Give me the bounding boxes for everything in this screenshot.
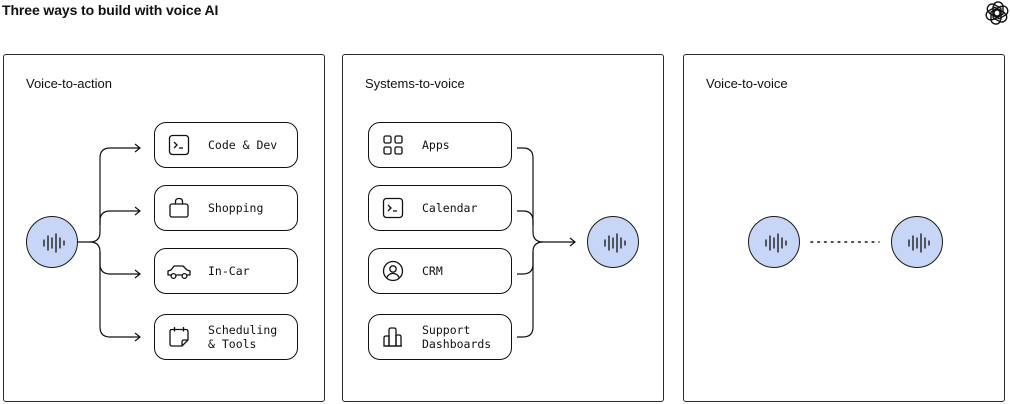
branch-connectors	[78, 143, 141, 342]
panel-title: Voice-to-voice	[706, 76, 788, 91]
terminal-icon	[168, 134, 190, 156]
panel-title: Systems-to-voice	[365, 76, 465, 91]
calendar-icon	[169, 327, 189, 347]
node-support-dashboards: Support Dashboards	[368, 314, 512, 360]
node-label: In-Car	[208, 264, 250, 278]
shopping-bag-icon	[169, 197, 189, 218]
voice-wave-right	[891, 216, 943, 268]
car-icon	[167, 265, 191, 280]
openai-logo-icon	[985, 1, 1009, 25]
panel-voice-to-voice: Voice-to-voice	[683, 54, 1005, 402]
node-in-car: In-Car	[154, 248, 298, 294]
node-label: Scheduling & Tools	[208, 323, 278, 351]
voice-wave-output	[587, 216, 639, 268]
panel-voice-to-action: Voice-to-action Code & Dev	[3, 54, 325, 402]
node-label: CRM	[422, 264, 443, 278]
node-crm: CRM	[368, 248, 512, 294]
node-shopping: Shopping	[154, 185, 298, 231]
merge-connectors	[517, 147, 576, 338]
voice-wave-source	[26, 216, 78, 268]
node-calendar: Calendar	[368, 185, 512, 231]
apps-grid-icon	[383, 135, 403, 155]
voice-wave-left	[748, 216, 800, 268]
panel-title: Voice-to-action	[26, 76, 112, 91]
node-label: Code & Dev	[208, 138, 278, 152]
dotted-connector	[810, 241, 880, 243]
node-apps: Apps	[368, 122, 512, 168]
bar-chart-icon	[383, 327, 402, 347]
node-label: Shopping	[208, 201, 264, 215]
node-label: Apps	[422, 138, 450, 152]
node-label: Calendar	[422, 201, 478, 215]
node-code-dev: Code & Dev	[154, 122, 298, 168]
panel-systems-to-voice: Systems-to-voice Apps Calendar	[342, 54, 664, 402]
terminal-icon	[382, 197, 404, 219]
node-label: Support Dashboards	[422, 323, 492, 351]
user-circle-icon	[382, 260, 404, 282]
node-scheduling-tools: Scheduling & Tools	[154, 314, 298, 360]
page-title: Three ways to build with voice AI	[2, 2, 219, 18]
